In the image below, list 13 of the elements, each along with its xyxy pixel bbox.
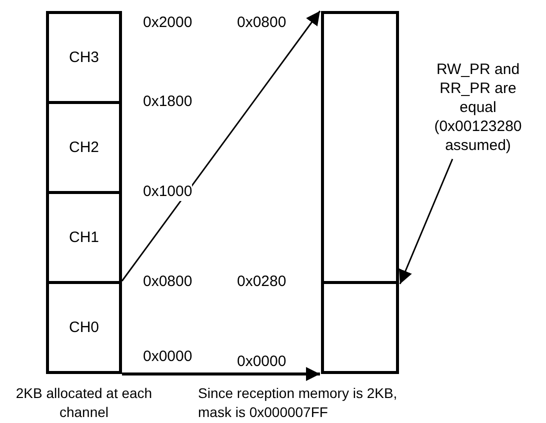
arrow bbox=[121, 10, 321, 282]
arrow bbox=[398, 158, 454, 284]
channel-block: CH2 bbox=[46, 101, 122, 194]
arrow bbox=[122, 367, 320, 381]
memory-block bbox=[321, 11, 399, 284]
channel-block: CH1 bbox=[46, 191, 122, 284]
note-text: Since reception memory is 2KB, mask is 0x000007FF bbox=[198, 384, 398, 422]
annotation-text: RW_PR and RR_PR are equal (0x00123280 assumed) bbox=[420, 60, 536, 155]
channel-block: CH3 bbox=[46, 11, 122, 104]
memory-block bbox=[321, 281, 399, 374]
channel-block: CH0 bbox=[46, 281, 122, 374]
address-label: 0x1000 bbox=[143, 183, 192, 201]
note-text: 2KB allocated at each channel bbox=[14, 384, 154, 422]
